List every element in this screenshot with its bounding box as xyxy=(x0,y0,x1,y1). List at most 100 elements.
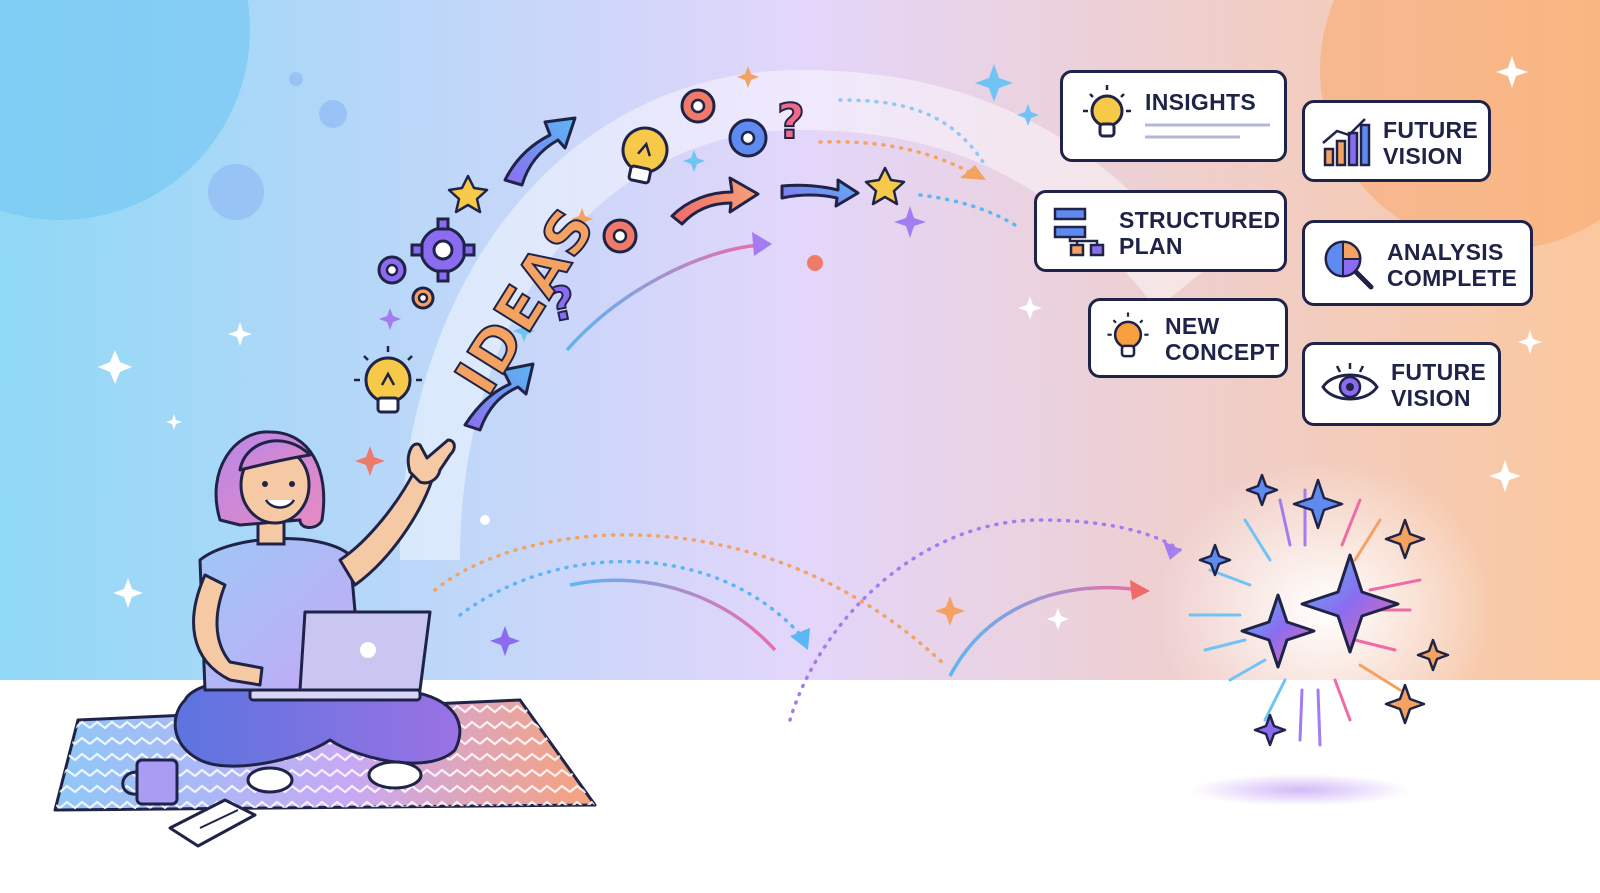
arm-lower xyxy=(192,573,264,687)
bg-dot xyxy=(208,164,264,220)
gear-icon xyxy=(410,217,476,283)
bubble-label: NEW xyxy=(1165,313,1220,339)
sparkle-icon xyxy=(1292,478,1344,530)
sparkle-icon xyxy=(166,414,182,430)
dot xyxy=(480,515,490,525)
sparkle-icon xyxy=(975,64,1013,102)
arrow-icon xyxy=(463,362,535,432)
bubble-insights: INSIGHTS xyxy=(1060,70,1287,181)
bubble-new-concept: NEW CONCEPT xyxy=(1088,298,1288,399)
lightbulb-icon xyxy=(1107,312,1149,358)
dotted-arc-purple-pink xyxy=(788,518,1182,722)
text-lines-icon xyxy=(1145,123,1270,139)
bubble-label: ANALYSIS xyxy=(1387,239,1504,265)
sparkle-icon xyxy=(1018,296,1042,320)
bubble-label: CONCEPT xyxy=(1165,339,1280,365)
bubble-label: PLAN xyxy=(1119,233,1183,259)
bubble-analysis-complete: ANALYSIS COMPLETE xyxy=(1302,220,1533,327)
sparkle-icon xyxy=(1198,543,1232,577)
gear-icon xyxy=(377,255,407,285)
bubble-label: VISION xyxy=(1391,385,1471,411)
arrow-icon xyxy=(503,116,577,187)
eye xyxy=(262,481,268,487)
bubble-label: FUTURE xyxy=(1391,359,1487,385)
lightbulb-icon xyxy=(354,346,422,414)
arrow-head xyxy=(1130,580,1150,600)
eye xyxy=(289,481,295,487)
sparkle-icon xyxy=(1416,638,1450,672)
star-icon xyxy=(864,166,906,206)
sparkle-icon xyxy=(894,206,926,238)
sparkle-icon xyxy=(1300,553,1400,654)
sparkle-icon xyxy=(1489,460,1521,492)
dot xyxy=(807,255,823,271)
solid-arc xyxy=(948,585,1141,677)
swoosh xyxy=(400,69,1204,561)
arrow-icon xyxy=(780,178,860,208)
sparkle-icon xyxy=(1240,593,1316,669)
burst-shadow xyxy=(1190,774,1410,806)
sparkle-icon xyxy=(935,596,965,626)
eye-icon xyxy=(1321,363,1379,401)
laptop-logo xyxy=(360,642,376,658)
sparkle-icon xyxy=(513,320,535,342)
bubble-label: VISION xyxy=(1383,143,1463,169)
sparkle-icon xyxy=(379,308,401,330)
sparkle-icon xyxy=(98,350,132,384)
hair-fringe xyxy=(238,439,312,472)
notebook-icon xyxy=(168,798,257,848)
sparkle-icon xyxy=(1253,713,1287,747)
lightbulb-icon xyxy=(621,126,669,185)
sparkle-icon xyxy=(1518,330,1542,354)
gear-icon xyxy=(602,218,638,254)
sparkle-icon xyxy=(1384,518,1426,560)
sparkle-icon xyxy=(737,66,759,88)
sock xyxy=(367,760,423,790)
lightbulb-icon xyxy=(1083,85,1131,138)
dotted-flow-lines xyxy=(433,98,1182,722)
bubble-label: STRUCTURED xyxy=(1119,207,1281,233)
flowchart-icon xyxy=(1053,207,1105,257)
question-mark-icon: ? xyxy=(777,94,805,150)
arrow-head xyxy=(960,165,986,180)
dotted-arc-top-orange xyxy=(818,140,977,177)
bubble-label: FUTURE xyxy=(1383,117,1479,143)
bar-chart-icon xyxy=(1322,118,1371,167)
bg-circle-left xyxy=(0,0,250,220)
dotted-arc-top-blue xyxy=(918,193,1017,227)
sparkle-icon xyxy=(228,322,252,346)
sock xyxy=(246,766,294,794)
gear-icon xyxy=(728,118,768,158)
star-icon xyxy=(447,174,489,214)
gear-icon xyxy=(411,286,435,310)
laptop-base xyxy=(248,688,422,702)
sparkle-icon xyxy=(1384,683,1426,725)
smile xyxy=(264,499,296,509)
solid-arc xyxy=(569,578,777,652)
bg-dot xyxy=(319,100,347,128)
sparkle-icon xyxy=(113,578,143,608)
bg-dot xyxy=(289,72,303,86)
bubble-future-vision-chart: FUTURE VISION xyxy=(1302,100,1491,203)
dotted-arc-blue xyxy=(458,559,807,642)
hand-raised xyxy=(406,438,456,485)
arrow-head xyxy=(790,628,810,650)
sparkle-icon xyxy=(1245,473,1279,507)
sparkle-icon xyxy=(1496,56,1528,88)
arrow-head xyxy=(752,232,772,256)
magnifier-pie-icon xyxy=(1324,240,1374,290)
mug-icon xyxy=(121,758,179,806)
person-illustration xyxy=(53,430,597,848)
bubble-label: COMPLETE xyxy=(1387,265,1518,291)
sparkle-icon xyxy=(355,446,385,476)
sparkle-group xyxy=(98,56,1542,630)
arrow-icon xyxy=(670,176,760,226)
bubble-label: INSIGHTS xyxy=(1145,89,1257,115)
solid-arc xyxy=(565,243,761,352)
dotted-arc-top xyxy=(838,98,987,167)
sparkle-icon xyxy=(1047,608,1069,630)
sparkle-icon xyxy=(683,150,705,172)
bubble-future-vision-eye: FUTURE VISION xyxy=(1302,342,1501,449)
sparkle-icon xyxy=(490,626,520,656)
sparkle-icon xyxy=(571,208,593,230)
